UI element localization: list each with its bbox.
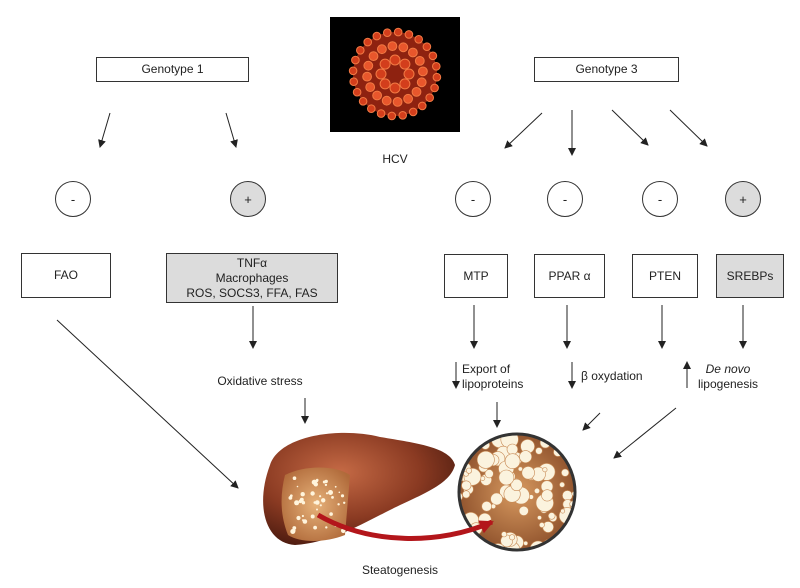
srebps-box: SREBPs: [716, 254, 784, 298]
tnf-line: TNFα: [236, 255, 268, 270]
beta-oxydation-label: β oxydation: [581, 369, 643, 383]
arrow-denovo-to-tissue: [613, 407, 677, 459]
arrow-g1-to-fao: [98, 112, 111, 148]
arrow-g3-to-pten: [611, 109, 649, 146]
steatogenesis-red-arrow: [316, 512, 494, 541]
arrow-g3-to-mtp: [504, 112, 543, 149]
de-novo-line: De novo: [705, 362, 751, 376]
ros-socs3-line: ROS, SOCS3, FFA, FAS: [186, 285, 318, 300]
hcv-label: HCV: [382, 152, 408, 166]
genotype-1-box: Genotype 1: [96, 57, 249, 82]
pten-box: PTEN: [632, 254, 698, 298]
export-lipoproteins-label: Export of lipoproteins: [462, 362, 538, 392]
arrow-g3-to-srebps: [669, 109, 708, 147]
liver-illustration: [263, 432, 455, 545]
arrow-g1-to-tnf: [225, 112, 238, 148]
hcv-virus-image: [330, 17, 460, 132]
effect-circle-srebps: +: [725, 181, 761, 217]
de-novo-lipogenesis-label: De novo lipogenesis: [693, 362, 763, 392]
effect-circle-fao: -: [55, 181, 91, 217]
lipoproteins-line: lipoproteins: [462, 377, 524, 391]
effect-circle-pten: -: [642, 181, 678, 217]
effect-circle-ppar: -: [547, 181, 583, 217]
arrow-beta-to-tissue: [582, 412, 601, 431]
arrow-fao-to-liver: [56, 319, 239, 489]
steatogenesis-label: Steatogenesis: [361, 563, 439, 577]
fao-box: FAO: [21, 253, 111, 298]
effect-circle-mtp: -: [455, 181, 491, 217]
lipogenesis-line: lipogenesis: [697, 377, 759, 391]
oxidative-stress-label: Oxidative stress: [217, 374, 303, 388]
tnf-macrophages-box: TNFα Macrophages ROS, SOCS3, FFA, FAS: [166, 253, 338, 303]
effect-circle-tnf: +: [230, 181, 266, 217]
export-line: Export of: [462, 362, 511, 376]
mtp-box: MTP: [444, 254, 508, 298]
ppar-box: PPAR α: [534, 254, 605, 298]
genotype-3-box: Genotype 3: [534, 57, 679, 82]
macrophages-line: Macrophages: [215, 270, 289, 285]
